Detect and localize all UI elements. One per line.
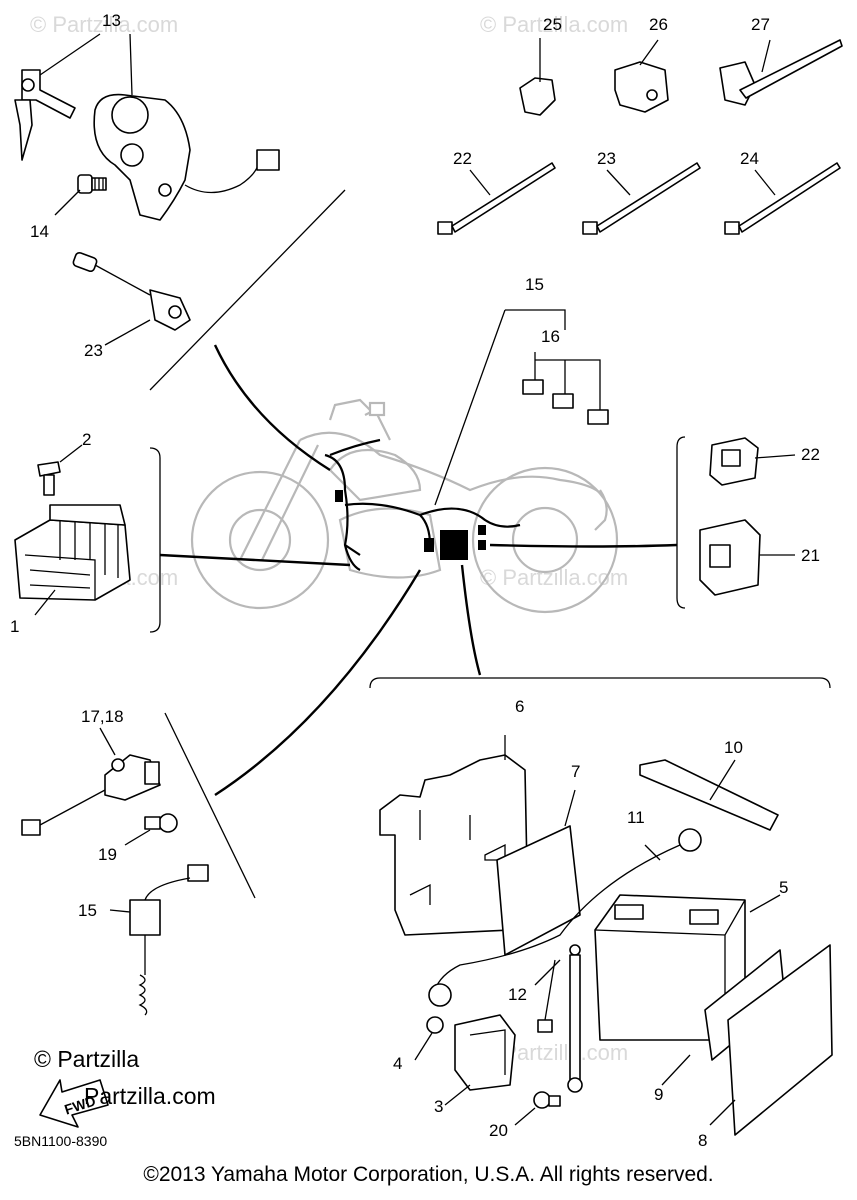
clamp-part-28 [614,39,669,113]
callout-19: 17,18 [81,707,124,726]
cable-part-11 [428,828,702,1007]
callout-21: 21 [801,546,820,565]
switch-part-19 [21,727,161,836]
callout-29: 27 [751,15,770,34]
callout-26: 24 [740,149,759,168]
neutral-switch-part-15 [109,864,209,1016]
callout-23: 23 [84,341,103,360]
callout-5: 5 [779,878,788,897]
callout-6: 6 [515,697,524,716]
callout-24: 22 [453,149,472,168]
callout-22: 22 [801,445,820,464]
clamp-part-29 [719,39,843,106]
callout-10: 10 [724,738,743,757]
callout-4: 4 [393,1054,402,1073]
rectifier-part-1 [14,504,131,616]
flasher-relay-part-21 [699,519,795,596]
callout-7: 7 [571,762,580,781]
callout-20b: 20 [489,1121,508,1140]
main-switch-part-13 [14,33,280,221]
cable-tie-part-25 [582,162,701,235]
screw-part-20b [514,1091,561,1126]
relay-part-22 [709,437,796,486]
watermark: © Partzilla.com [480,12,628,37]
cable-tie-part-24 [437,162,556,235]
sensor-part-23 [72,251,191,346]
cable-tie-part-26 [724,162,841,235]
pad-part-7 [496,789,581,956]
callout-14: 14 [30,222,49,241]
copyright-notice: ©2013 Yamaha Motor Corporation, U.S.A. A… [143,1163,714,1186]
catalog-code: 5BN1100-8390 [14,1133,108,1149]
screw-part-20 [124,813,178,846]
callout-27: 25 [543,15,562,34]
callout-8: 8 [698,1131,707,1150]
callout-numbers: 13 14 23 2 1 25 26 27 22 23 24 15 16 22 … [10,11,820,1150]
partzilla-logo-line-1: © Partzilla [34,1046,140,1072]
ground-lead-part-12 [534,944,583,1093]
callout-3: 3 [434,1097,443,1116]
fuse-parts-17-18 [522,352,609,425]
screw-part-4 [414,1016,444,1061]
callout-15: 15 [78,901,97,920]
starter-relay-part-3 [444,1014,516,1106]
callout-9: 9 [654,1085,663,1104]
callout-2: 2 [82,430,91,449]
screw-part-14 [54,174,107,216]
motorcycle-outline [190,398,619,614]
callout-13: 13 [102,11,121,30]
fwd-arrow: FWD [39,1079,109,1128]
callout-28: 26 [649,15,668,34]
callout-1: 1 [10,617,19,636]
clamp-part-27 [519,38,556,116]
partzilla-logo-line-2: Partzilla.com [84,1083,216,1109]
harness-block [440,530,468,560]
callout-11: 11 [627,808,645,827]
leader-lines [149,189,831,899]
callout-17-18: 16 [541,327,560,346]
callout-25: 23 [597,149,616,168]
bolt-part-2 [37,444,83,496]
watermark: © Partzilla.com [480,565,628,590]
callout-20a: 19 [98,845,117,864]
callout-16: 15 [525,275,544,294]
band-part-10 [639,759,779,831]
pad-part-8 [709,944,833,1136]
battery-box-part-6 [379,735,529,936]
watermark: © Partzilla.com [30,12,178,37]
callout-12: 12 [508,985,527,1004]
